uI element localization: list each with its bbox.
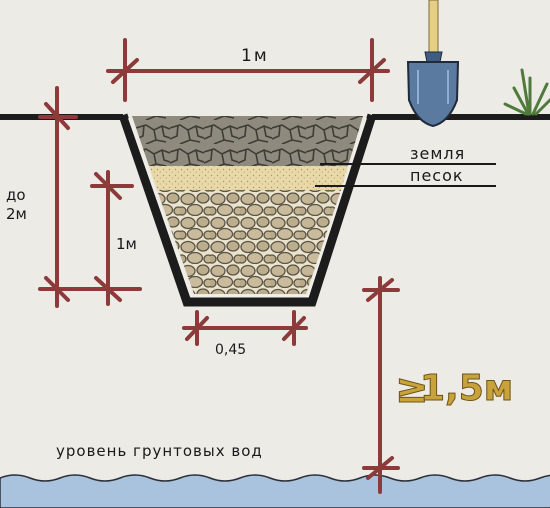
soil-layer [132,116,363,166]
groundwater-area [0,474,550,508]
shovel-icon [406,0,460,128]
label-bottom-width: 0,45 [215,342,246,358]
callout-lines [315,163,496,187]
sand-layer [149,166,348,190]
label-sand-layer: песок [410,166,464,185]
label-depth-value: 2м [6,205,27,223]
stone-layer [157,190,341,294]
label-groundwater-gap: 1,5м [420,368,513,409]
label-groundwater-level: уровень грунтовых вод [56,442,263,460]
dimension-groundwater-gap [362,276,400,494]
label-soil-layer: земля [410,144,465,163]
label-top-width: 1м [241,46,269,66]
pit-wall [118,113,377,307]
dimension-max-depth [38,86,142,308]
dimension-sand-depth [90,170,134,306]
plant-icon [503,68,550,116]
pit-wall-inner [128,117,367,297]
dimension-bottom-width [182,310,308,346]
dimension-top-width [106,38,390,102]
label-groundwater-gap-symbol: ≥ [395,366,429,412]
label-sand-depth: 1м [116,235,137,253]
label-depth-prefix: до [6,186,26,204]
